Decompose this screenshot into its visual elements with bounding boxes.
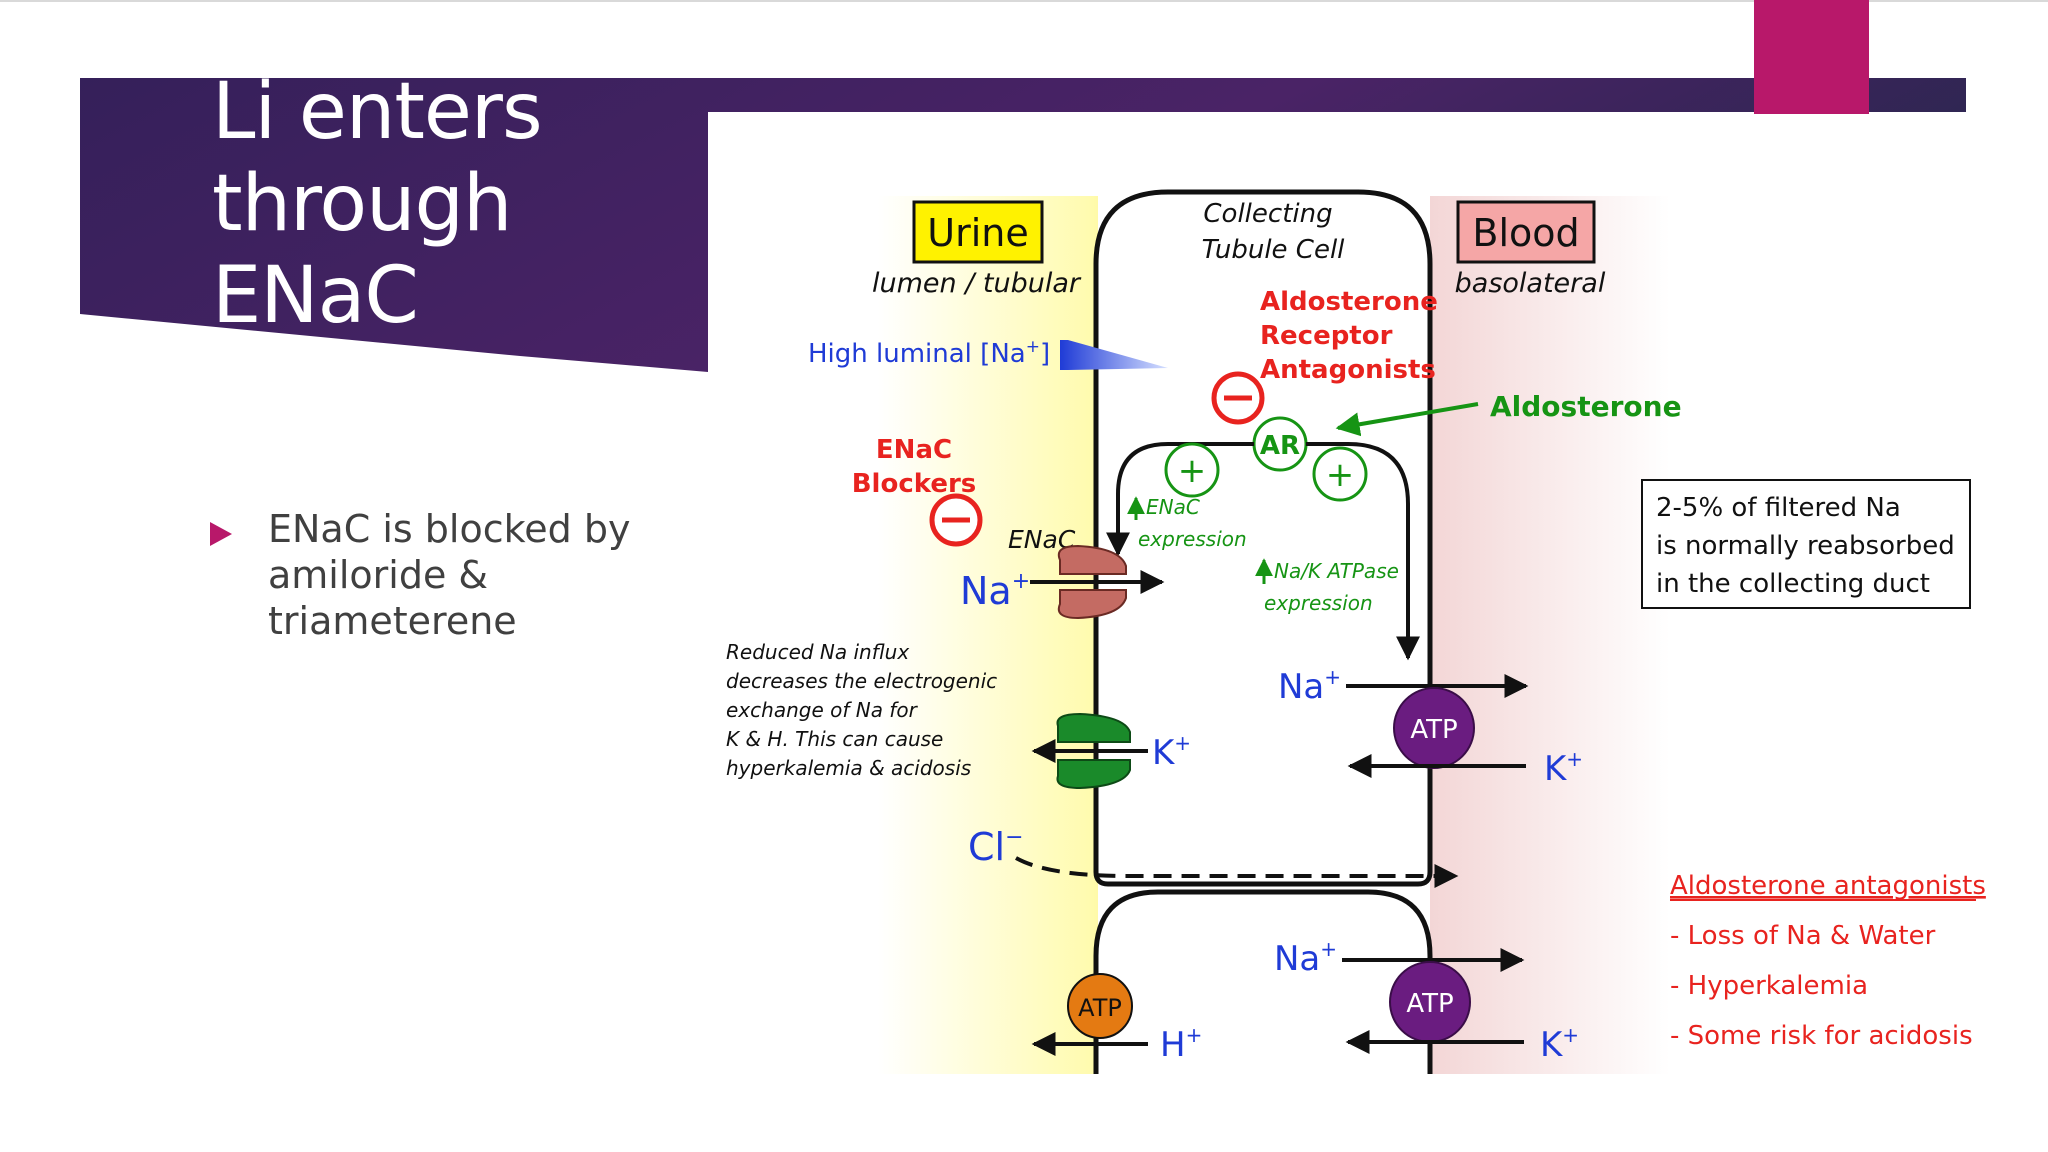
title-line: through xyxy=(212,159,512,249)
blood-region xyxy=(1430,196,1670,1074)
cl-paracellular-arrow xyxy=(1015,856,1459,888)
stimulate-icon xyxy=(1312,446,1368,502)
nak-expression-label: Na/K ATPase xyxy=(1274,559,1399,583)
blood-box xyxy=(1456,200,1596,264)
antagonists-heading: Aldosterone antagonists xyxy=(1670,871,1986,901)
enac-expression-label: ENaC xyxy=(1146,495,1200,519)
filtered-na-box xyxy=(1641,479,1971,609)
aldosterone-arrow xyxy=(1335,402,1479,437)
antagonists-item: - Loss of Na & Water xyxy=(1670,921,1936,951)
reduced-influx-note: K & H. This can cause xyxy=(726,727,943,751)
aldosterone-label: Aldosterone xyxy=(1490,390,1682,423)
na-ion-label: Na+ xyxy=(1278,665,1341,707)
enac-signal-arrow xyxy=(1106,442,1254,557)
collecting-tubule-cell xyxy=(1093,189,1433,887)
reduced-influx-note: decreases the electrogenic xyxy=(726,669,997,693)
cl-ion-label: Cl− xyxy=(968,825,1024,869)
filtered-na-text: in the collecting duct xyxy=(1656,569,1930,599)
title-line: ENaC xyxy=(212,251,419,341)
blood-label: Blood xyxy=(1472,211,1579,255)
stimulate-icon xyxy=(1164,442,1220,498)
title-band xyxy=(80,78,1966,372)
reduced-influx-note: Reduced Na influx xyxy=(726,640,909,664)
slide-title: Li enters through ENaC xyxy=(212,66,543,342)
nak-expression-label: expression xyxy=(1264,591,1373,615)
filtered-na-text: is normally reabsorbed xyxy=(1656,531,1955,561)
filtered-na-text: 2-5% of filtered Na xyxy=(1656,493,1901,523)
triangle-bullet-icon xyxy=(210,522,232,546)
enac-diagram: Urine lumen / tubular Collecting Tubule … xyxy=(708,114,2020,1074)
cell-label-line: Collecting xyxy=(1203,199,1332,229)
h-atpase xyxy=(1067,973,1133,1039)
reduced-influx-note: exchange of Na for xyxy=(726,698,919,722)
ara-label: Aldosterone xyxy=(1260,287,1438,317)
ara-label: Antagonists xyxy=(1260,355,1436,385)
title-line: Li enters xyxy=(212,67,543,157)
urine-sublabel: lumen / tubular xyxy=(872,268,1082,299)
reduced-influx-note: hyperkalemia & acidosis xyxy=(726,756,971,780)
k-channel-top xyxy=(1056,712,1131,743)
antagonists-item: - Some risk for acidosis xyxy=(1670,1021,1973,1051)
k-ion-label: K+ xyxy=(1540,1023,1579,1065)
top-rule xyxy=(0,0,2048,2)
atp-label: ATP xyxy=(1078,994,1122,1022)
blood-sublabel: basolateral xyxy=(1455,268,1606,299)
enac-expression-label: expression xyxy=(1138,527,1247,551)
na-ion-label: Na+ xyxy=(1274,937,1337,979)
enac-channel-top xyxy=(1057,544,1127,575)
plus-icon: + xyxy=(1178,451,1207,491)
na-gradient-wedge xyxy=(1060,340,1168,370)
urine-box xyxy=(912,200,1044,264)
bullet-list: ENaC is blocked by amiloride & triameter… xyxy=(210,506,668,644)
h-ion-label: H+ xyxy=(1160,1023,1202,1065)
bullet-text: ENaC is blocked by amiloride & triameter… xyxy=(268,507,631,643)
k-ion-label: K+ xyxy=(1152,731,1191,773)
urine-label: Urine xyxy=(927,211,1028,255)
enac-channel-bottom xyxy=(1057,589,1127,620)
plus-icon: + xyxy=(1326,455,1355,495)
k-ion-label: K+ xyxy=(1544,747,1583,789)
k-channel-bottom xyxy=(1056,759,1131,790)
bullet-item: ENaC is blocked by amiloride & triameter… xyxy=(210,506,668,644)
atp-label: ATP xyxy=(1410,715,1457,745)
atp-label: ATP xyxy=(1406,989,1453,1019)
high-luminal-na-label: High luminal [Na+] xyxy=(808,337,1050,369)
lower-cell xyxy=(1093,889,1433,1074)
nak-signal-arrow xyxy=(1306,442,1420,661)
cell-label-line: Tubule Cell xyxy=(1202,235,1346,265)
na-ion-label: Na+ xyxy=(960,569,1030,613)
enac-blockers-label: ENaC xyxy=(876,435,952,465)
ara-label: Receptor xyxy=(1260,321,1393,351)
ar-label: AR xyxy=(1260,431,1300,461)
antagonists-item: - Hyperkalemia xyxy=(1670,971,1868,1001)
accent-tab xyxy=(1754,0,1869,114)
